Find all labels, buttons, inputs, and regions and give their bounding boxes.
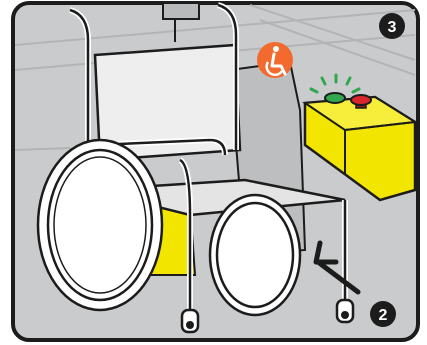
step-marker-2-label: 2 [379,307,388,324]
step-marker-3-label: 3 [388,19,397,36]
step-marker-2: 2 [370,301,396,327]
step-marker-3: 3 [379,13,405,39]
wheelchair-symbol-icon [257,42,293,78]
ceiling-mount [163,3,199,19]
